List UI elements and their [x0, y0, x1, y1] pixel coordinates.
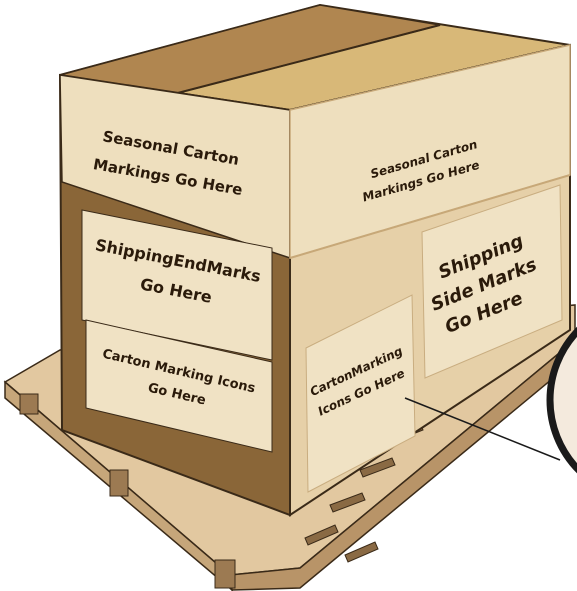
carton-pallet-diagram: Seasonal Carton Markings Go Here Seasona… — [0, 0, 577, 591]
